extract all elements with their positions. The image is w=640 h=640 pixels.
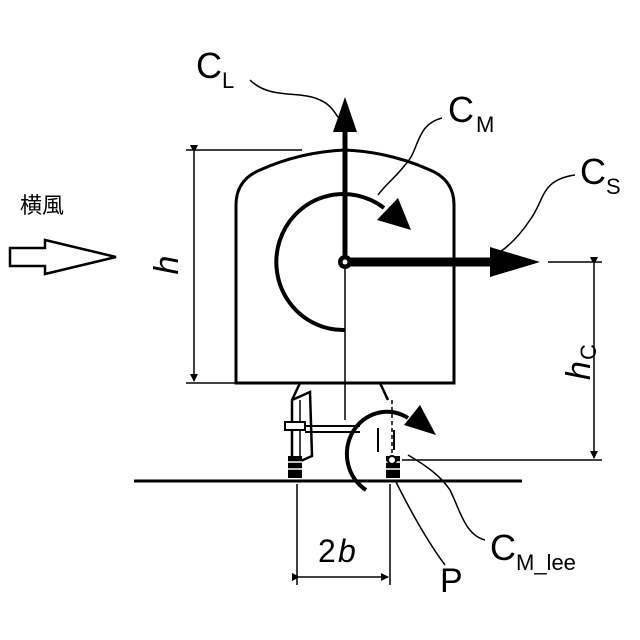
cmlee-label: C M_lee	[490, 527, 576, 575]
svg-text:M: M	[476, 112, 494, 137]
h-label: h	[148, 256, 186, 275]
2b-label: 2 b	[318, 533, 356, 569]
svg-text:C: C	[576, 344, 601, 360]
p-dot	[388, 456, 396, 464]
svg-text:C: C	[448, 89, 474, 130]
hc-label: h C	[560, 344, 601, 380]
svg-text:h: h	[560, 361, 598, 380]
svg-text:b: b	[338, 533, 356, 569]
cs-arrow-head	[490, 247, 540, 277]
svg-text:C: C	[490, 527, 516, 568]
cl-label: C L	[196, 45, 234, 93]
svg-text:C: C	[196, 45, 222, 86]
cm-label: C M	[448, 89, 494, 137]
p-label: P	[440, 562, 463, 600]
cs-leader	[500, 175, 575, 252]
cs-label: C S	[580, 151, 621, 199]
svg-text:L: L	[222, 68, 234, 93]
svg-text:S: S	[606, 174, 621, 199]
crosswind-arrow	[10, 240, 116, 274]
p-leader	[395, 480, 445, 565]
svg-text:M_lee: M_lee	[516, 550, 576, 575]
crosswind-label: 横風	[20, 194, 64, 219]
svg-text:2: 2	[318, 533, 336, 569]
cm-lee-arrow-head	[404, 405, 436, 435]
svg-text:C: C	[580, 151, 606, 192]
cl-leader	[250, 80, 340, 120]
bogie	[285, 383, 400, 478]
